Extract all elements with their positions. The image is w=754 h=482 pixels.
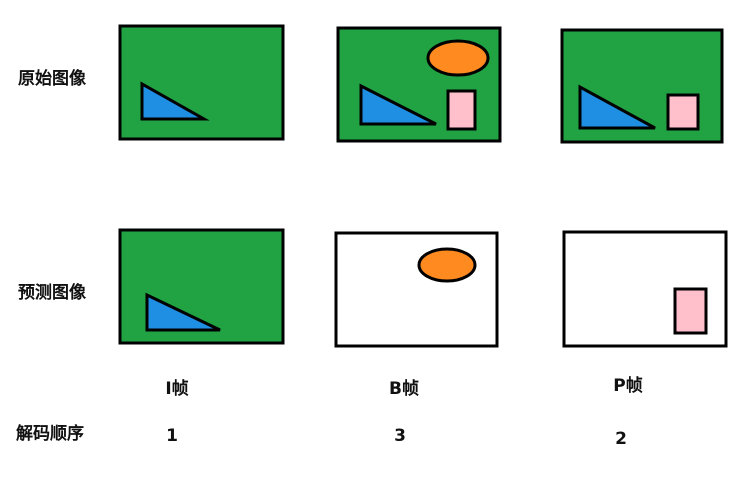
rectangle-shape (666, 93, 700, 131)
original-p-frame (560, 28, 724, 144)
frame-label-b: B帧 (389, 379, 419, 399)
decode-order-i: 1 (166, 426, 178, 446)
triangle-shape (578, 84, 656, 130)
triangle-shape (140, 81, 210, 121)
predicted-b-frame (334, 231, 499, 348)
decode-order-p: 2 (615, 429, 627, 449)
original-i-frame (118, 24, 285, 141)
row-label-original: 原始图像 (18, 69, 86, 89)
triangle-shape (145, 292, 221, 332)
decode-order-label: 解码顺序 (16, 424, 84, 444)
row-label-predicted: 预测图像 (18, 283, 86, 303)
rectangle-shape (673, 287, 708, 335)
ellipse-shape (426, 39, 490, 77)
original-b-frame (336, 26, 502, 143)
decode-order-b: 3 (394, 426, 406, 446)
rectangle-shape (446, 89, 477, 131)
triangle-shape (359, 83, 437, 126)
predicted-p-frame (562, 230, 728, 348)
frame-label-i: I帧 (165, 379, 189, 399)
ellipse-shape (417, 247, 477, 283)
predicted-i-frame (118, 228, 285, 345)
frame-label-p: P帧 (613, 376, 643, 396)
